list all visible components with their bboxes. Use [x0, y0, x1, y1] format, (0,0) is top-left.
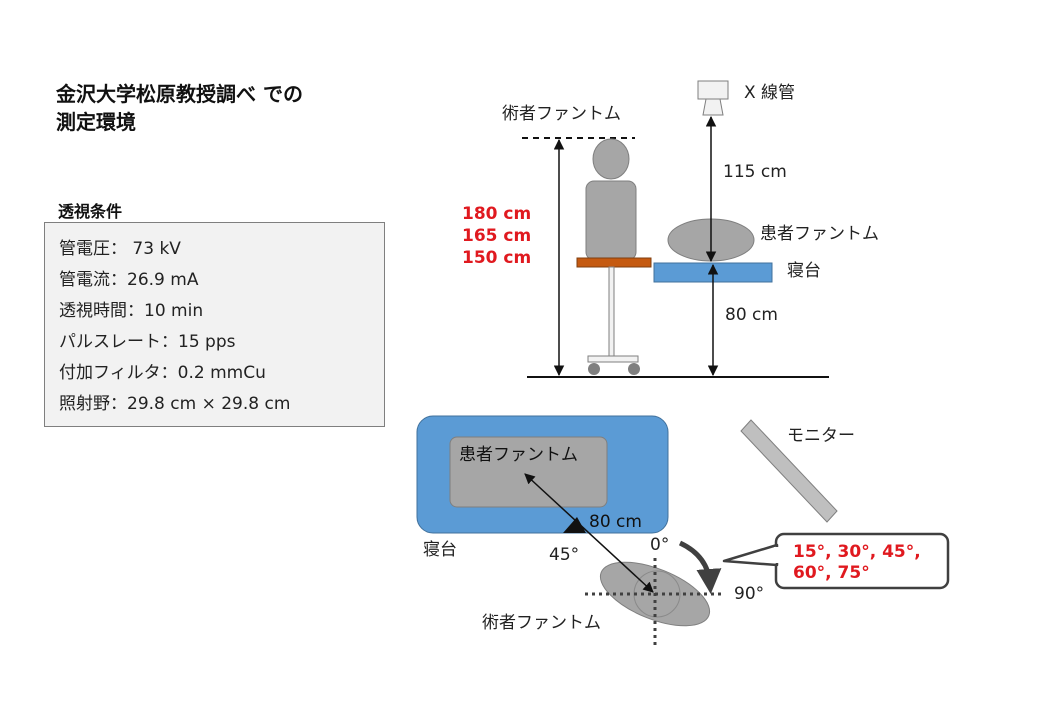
- operator-height-150: 150 cm: [462, 248, 531, 268]
- condition-fluoro-time: 透視時間：10 min: [59, 301, 204, 321]
- distance-arrow-80cm: [524, 473, 654, 593]
- stool-seat: [576, 257, 652, 268]
- conditions-heading: 透視条件: [58, 202, 123, 221]
- rotation-arrow: [678, 540, 722, 594]
- operator-height-165: 165 cm: [462, 226, 531, 246]
- angle-marker-45: [563, 517, 586, 533]
- angle-label-45: 45°: [549, 545, 579, 565]
- patient-phantom-label-top: 患者ファントム: [459, 445, 578, 465]
- tube-distance-label: 115 cm: [723, 162, 787, 182]
- angle-label-0: 0°: [650, 535, 669, 555]
- operator-phantom-label-top: 術者ファントム: [482, 613, 601, 633]
- operator-phantom-label: 術者ファントム: [502, 104, 621, 124]
- condition-tube-voltage: 管電圧： 73 kV: [59, 239, 181, 259]
- table-label-side: 寝台: [787, 260, 821, 281]
- operator-height-180: 180 cm: [462, 204, 531, 224]
- patient-phantom-label-side: 患者ファントム: [760, 224, 879, 244]
- condition-pulse-rate: パルスレート：15 pps: [59, 332, 236, 352]
- condition-tube-current: 管電流：26.9 mA: [59, 270, 199, 290]
- xray-tube-label: X 線管: [744, 83, 795, 103]
- page-title: 金沢大学松原教授調べ での 測定環境: [56, 80, 303, 136]
- monitor-shape: [740, 419, 838, 523]
- table-height-label: 80 cm: [725, 305, 778, 325]
- xray-tube-icon: [697, 80, 729, 116]
- angle-label-90: 90°: [734, 584, 764, 604]
- table-label-top: 寝台: [423, 539, 457, 560]
- distance-label-80cm: 80 cm: [589, 512, 642, 532]
- title-line-2: 測定環境: [56, 110, 136, 134]
- callout-angles-line2: 60°, 75°: [793, 563, 870, 583]
- stool-stand: [587, 266, 640, 375]
- callout-angles-line1: 15°, 30°, 45°,: [793, 542, 921, 562]
- conditions-box: 管電圧： 73 kV 管電流：26.9 mA 透視時間：10 min パルスレー…: [44, 222, 385, 427]
- title-line-1: 金沢大学松原教授調べ での: [56, 82, 303, 106]
- monitor-label: モニター: [787, 426, 855, 446]
- condition-field-size: 照射野：29.8 cm × 29.8 cm: [59, 394, 291, 414]
- angle-callout: [722, 532, 950, 590]
- operator-phantom-figure: [585, 138, 637, 261]
- condition-added-filter: 付加フィルタ：0.2 mmCu: [59, 363, 266, 383]
